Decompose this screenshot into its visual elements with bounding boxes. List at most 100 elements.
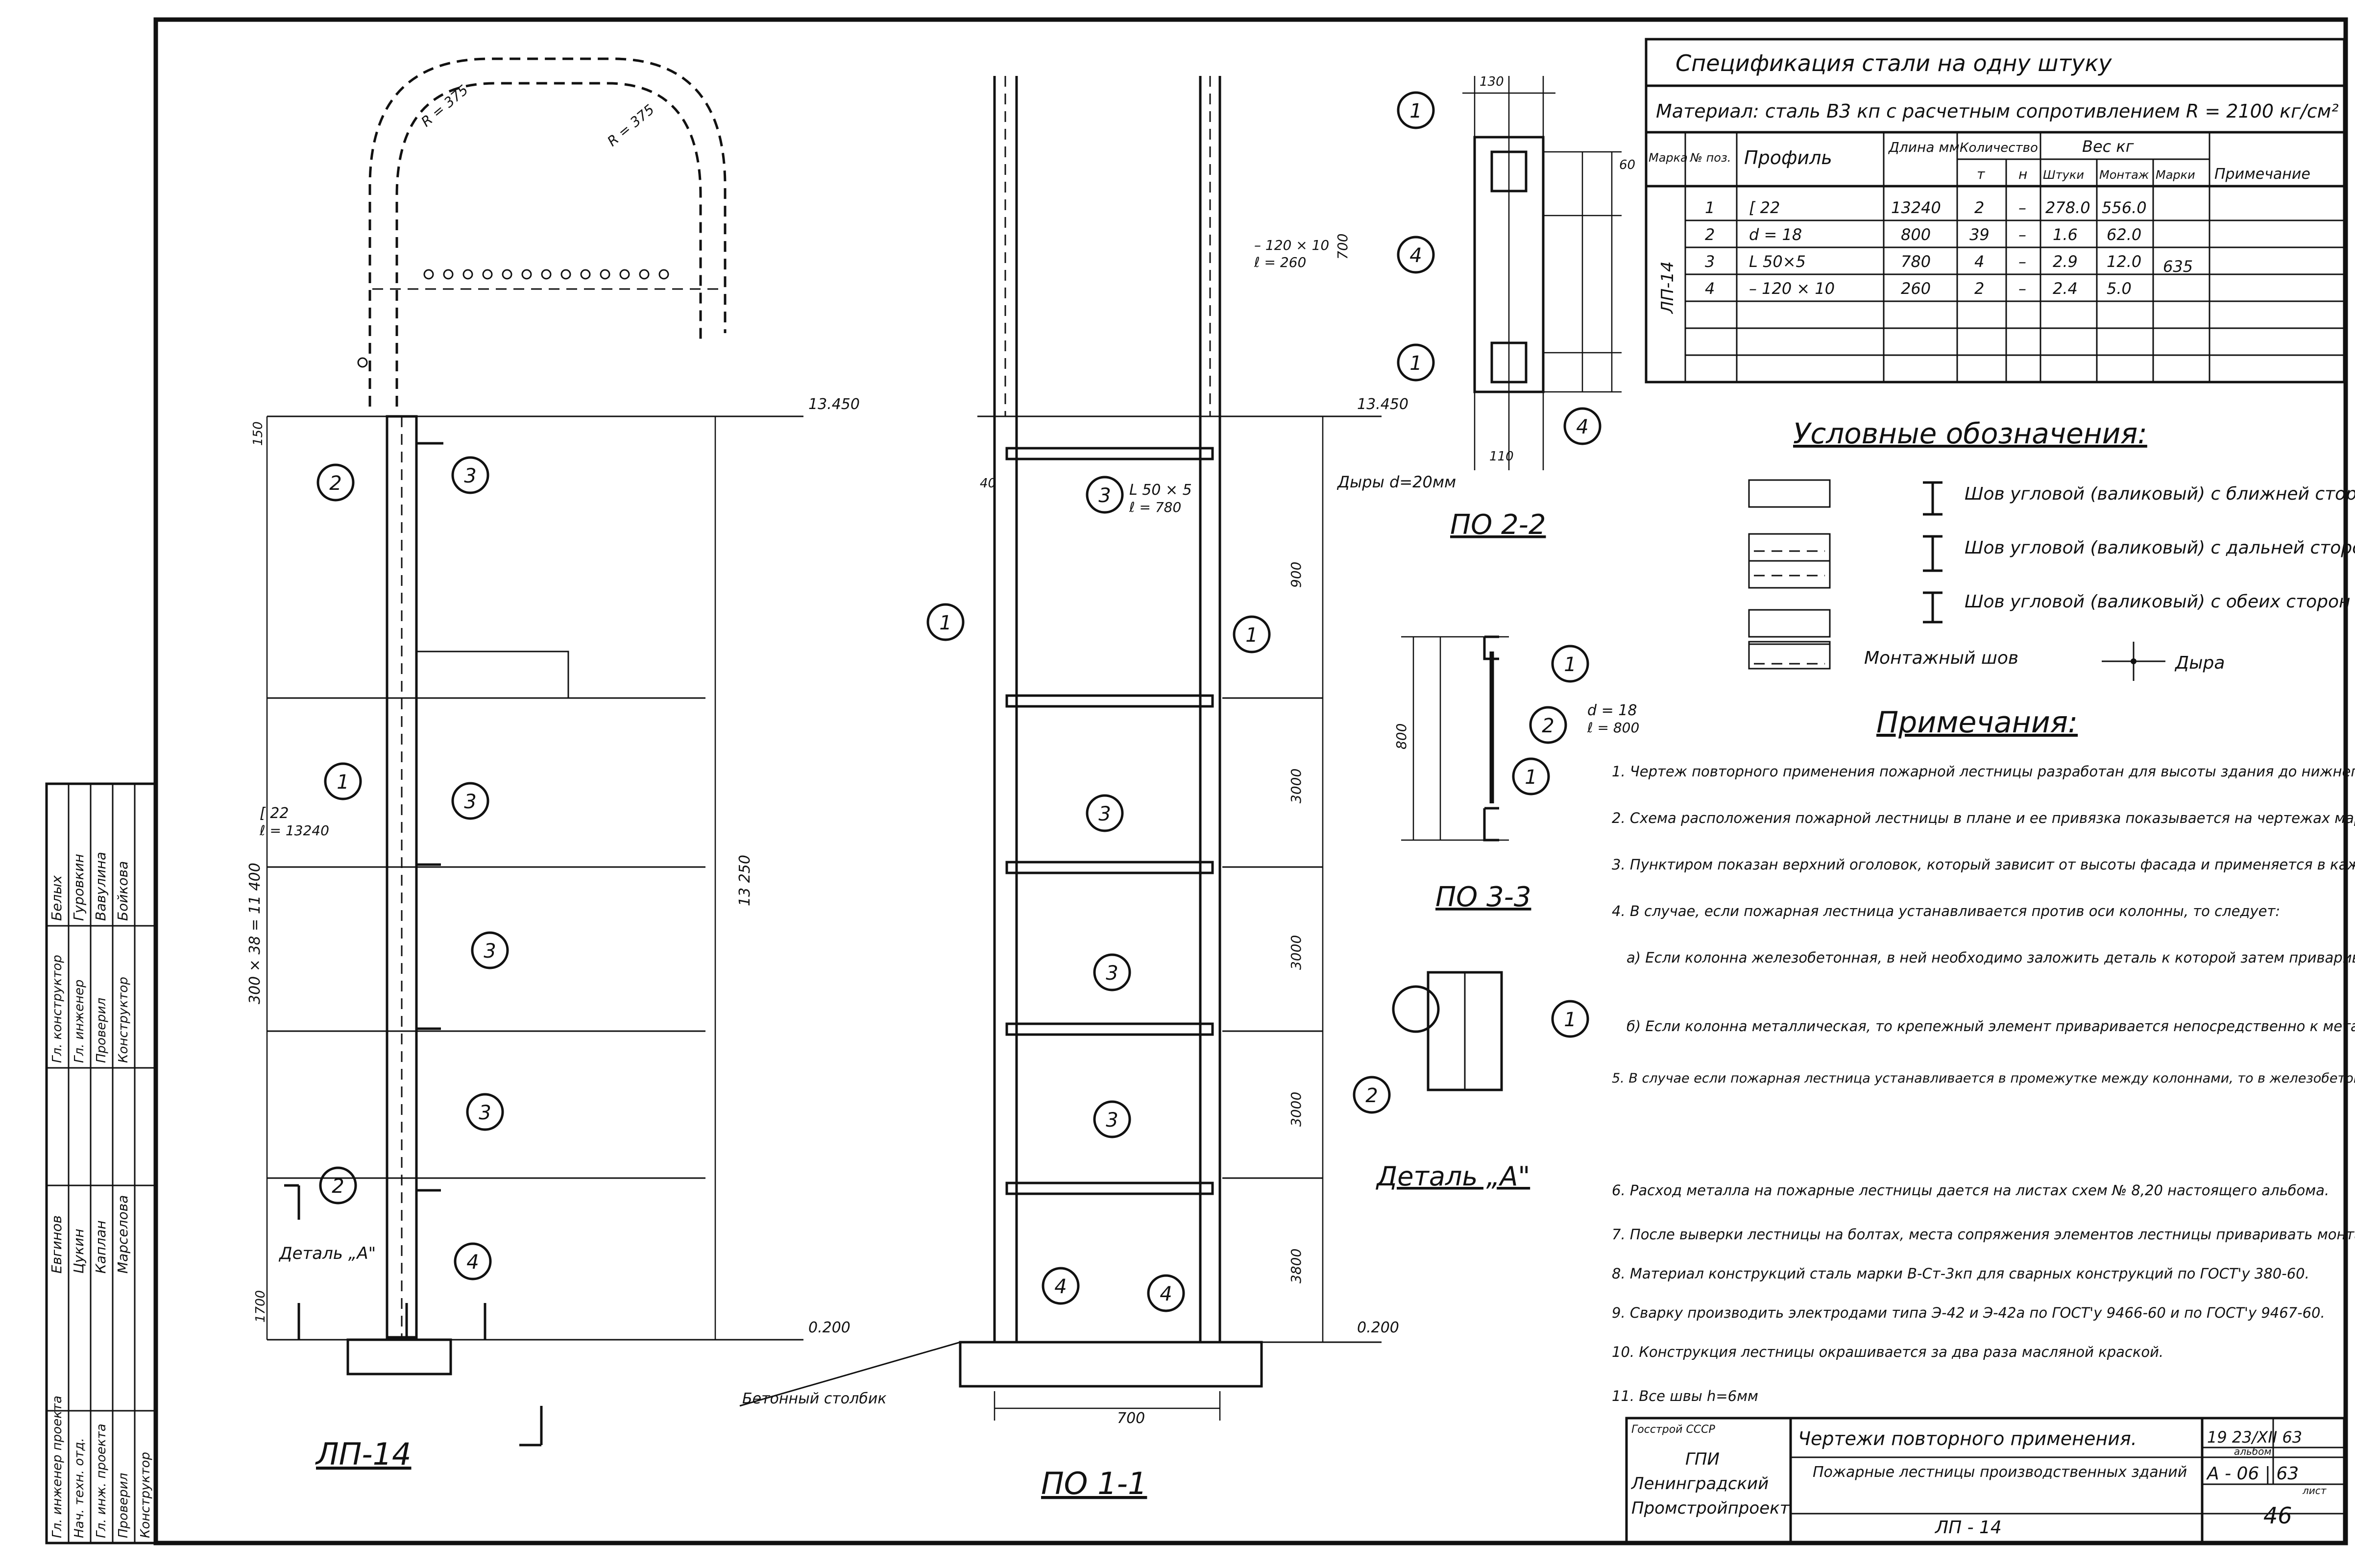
profile-c22-length: ℓ = 13240 bbox=[259, 822, 329, 839]
spec-header-length: Длина мм bbox=[1888, 139, 1960, 155]
detail-a bbox=[1392, 971, 1503, 1091]
stamp-org-top: Госстрой СССР bbox=[1631, 1423, 1716, 1436]
spec-row: 2 d = 18 800 39 – 1.6 62.0 bbox=[1705, 225, 2141, 244]
callout-3: 3 bbox=[1098, 484, 1111, 507]
side2-name-3: Вавулина bbox=[93, 852, 109, 921]
profile-c22: [ 22 bbox=[260, 805, 289, 822]
spec-table bbox=[1645, 38, 2346, 384]
spec-cell-profile: [ 22 bbox=[1749, 198, 1780, 217]
rungs-dim: 300 × 38 = 11 400 bbox=[246, 863, 264, 1004]
spec-cell-t: 2 bbox=[1974, 279, 1984, 298]
spec-cell-length: 13240 bbox=[1891, 198, 1941, 217]
legend-title: Условные обозначения: bbox=[1793, 417, 2147, 450]
legend-symbols bbox=[1748, 479, 2165, 681]
dim-3000-a: 3000 bbox=[1288, 769, 1304, 803]
spec-cell-t: 4 bbox=[1974, 252, 1984, 271]
spec-cell-n: – bbox=[2018, 225, 2026, 244]
callout-1: 1 bbox=[1564, 653, 1576, 676]
spec-header-note: Примечание bbox=[2214, 166, 2310, 183]
side-name-1: Евгинов bbox=[49, 1215, 65, 1274]
note-2: 2. Схема расположения пожарной лестницы … bbox=[1612, 810, 2355, 826]
spec-cell-piece: 2.4 bbox=[2053, 279, 2078, 298]
dim-900: 900 bbox=[1288, 562, 1304, 588]
dim-130: 130 bbox=[1480, 74, 1504, 89]
section-1-1 bbox=[739, 76, 1382, 1421]
side2-role-4: Конструктор bbox=[116, 977, 131, 1063]
legend-item-near-weld: Шов угловой (валиковый) с ближней сторон… bbox=[1965, 484, 2355, 504]
sheet-frame bbox=[153, 17, 2348, 1545]
callout-1: 1 bbox=[939, 612, 951, 634]
main-elevation bbox=[266, 57, 803, 1447]
stamp-year: 19 23/XII 63 bbox=[2207, 1428, 2302, 1447]
note-4: 4. В случае, если пожарная лестница уста… bbox=[1612, 903, 2280, 919]
note-3: 3. Пунктиром показан верхний оголовок, к… bbox=[1612, 856, 2355, 873]
callout-4: 4 bbox=[1160, 1283, 1172, 1305]
spec-cell-length: 260 bbox=[1901, 279, 1931, 298]
plate-length: ℓ = 260 bbox=[1254, 254, 1306, 270]
stamp-sheet-number: 46 bbox=[2263, 1502, 2292, 1529]
side2-name-4: Бойкова bbox=[115, 861, 131, 921]
spec-cell-length: 800 bbox=[1901, 225, 1931, 244]
spec-row: 4 – 120 × 10 260 2 – 2.4 5.0 bbox=[1705, 279, 2132, 298]
side-stamp bbox=[45, 782, 158, 1544]
note-4b: б) Если колонна металлическая, то крепеж… bbox=[1627, 1018, 2355, 1035]
spec-header-qty-t: т bbox=[1977, 166, 1985, 182]
spec-header-qty: Количество bbox=[1960, 141, 2038, 155]
dim-800: 800 bbox=[1393, 724, 1409, 749]
rod-profile: d = 18 bbox=[1587, 702, 1637, 719]
section-3-3-title: ПО 3-3 bbox=[1435, 881, 1531, 913]
side-name-4: Марселова bbox=[115, 1195, 131, 1274]
stamp-sheet-name: ЛП - 14 bbox=[1934, 1518, 2002, 1538]
spec-cell-mount: 62.0 bbox=[2107, 225, 2141, 244]
callout-3: 3 bbox=[1106, 962, 1118, 985]
profile-angle-length: ℓ = 780 bbox=[1129, 499, 1181, 515]
side2-role-2: Гл. инженер bbox=[72, 980, 87, 1063]
callout-2: 2 bbox=[332, 1175, 344, 1198]
note-7: 7. После выверки лестницы на болтах, мес… bbox=[1612, 1226, 2355, 1243]
spec-mark-value: ЛП-14 bbox=[1658, 261, 1677, 314]
stamp-title-1: Чертежи повторного применения. bbox=[1798, 1428, 2137, 1449]
spec-cell-profile: – 120 × 10 bbox=[1749, 279, 1835, 298]
spec-header-mark: Марка bbox=[1649, 151, 1688, 165]
section-1-1-title: ПО 1-1 bbox=[1041, 1466, 1147, 1501]
section-2-2 bbox=[1462, 76, 1622, 470]
title-block bbox=[1625, 1417, 2346, 1544]
main-view-title: ЛП-14 bbox=[315, 1436, 412, 1472]
callout-3: 3 bbox=[484, 940, 496, 963]
dim-150: 150 bbox=[251, 421, 266, 446]
callout-4: 4 bbox=[1576, 416, 1588, 438]
spec-cell-n: – bbox=[2018, 252, 2026, 271]
note-10: 10. Конструкция лестницы окрашивается за… bbox=[1612, 1344, 2163, 1360]
stamp-title-2: Пожарные лестницы производственных здани… bbox=[1813, 1464, 2187, 1481]
callout-2: 2 bbox=[329, 472, 341, 495]
elevation-bottom: 0.200 bbox=[808, 1319, 850, 1336]
dim-total: 13 250 bbox=[736, 855, 753, 906]
detail-a-title: Деталь „А" bbox=[1376, 1161, 1530, 1192]
side2-role-3: Проверил bbox=[94, 998, 109, 1063]
note-1: 1. Чертеж повторного применения пожарной… bbox=[1612, 763, 2355, 780]
spec-cell-profile: d = 18 bbox=[1749, 225, 1802, 244]
stamp-album-label: альбом bbox=[2234, 1446, 2271, 1457]
radius-label-right: R = 375 bbox=[604, 101, 657, 150]
elevation-bottom-2: 0.200 bbox=[1357, 1319, 1399, 1336]
callout-4: 4 bbox=[466, 1251, 479, 1274]
rod-length: ℓ = 800 bbox=[1587, 720, 1639, 736]
side-role-4: Проверил bbox=[116, 1473, 131, 1538]
spec-total-mark: 635 bbox=[2163, 257, 2193, 276]
stamp-org-1: ГПИ bbox=[1685, 1449, 1720, 1469]
callout-3: 3 bbox=[479, 1102, 491, 1124]
spec-row: 3 L 50×5 780 4 – 2.9 12.0 bbox=[1705, 252, 2141, 271]
spec-cell-t: 39 bbox=[1969, 225, 1990, 244]
legend-item-mount-weld: Монтажный шов bbox=[1864, 648, 2018, 668]
dim-3000-c: 3000 bbox=[1288, 1092, 1304, 1127]
section-2-2-title: ПО 2-2 bbox=[1450, 509, 1546, 541]
callout-1: 1 bbox=[1409, 352, 1422, 375]
rung-dots bbox=[357, 269, 669, 368]
dim-110: 110 bbox=[1489, 449, 1514, 464]
stamp-sheet-label: лист bbox=[2302, 1485, 2327, 1496]
legend-item-both-weld: Шов угловой (валиковый) с обеих сторон bbox=[1965, 592, 2351, 612]
spec-cell-pos: 3 bbox=[1705, 252, 1715, 271]
spec-title: Спецификация стали на одну штуку bbox=[1675, 50, 2112, 76]
callout-1: 1 bbox=[1409, 100, 1422, 122]
